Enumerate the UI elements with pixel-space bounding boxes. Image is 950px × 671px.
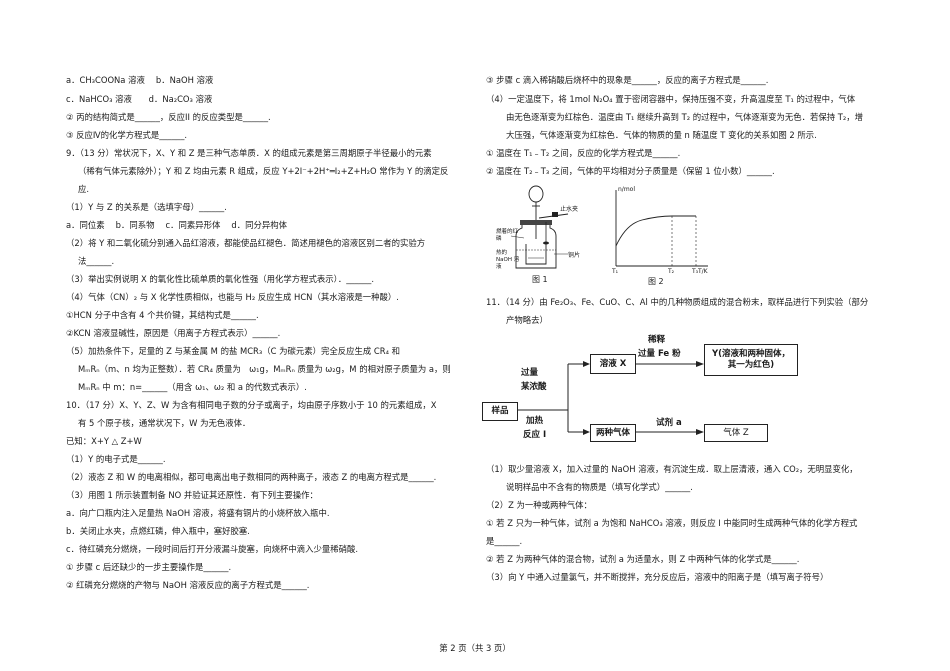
heat-label: 加热	[526, 416, 544, 426]
text-line: ② 若 Z 为两种气体的混合物，试剂 a 为适量水，则 Z 中两种气体的化学式是…	[486, 554, 800, 564]
text-line: （4）气体（CN）₂ 与 X 化学性质相似，也能与 H₂ 反应生成 HCN（其水…	[66, 292, 399, 302]
dilute-label: 稀释	[648, 335, 666, 345]
text-line: ② 丙的结构简式是______，反应II 的反应类型是______.	[66, 112, 271, 122]
page-footer: 第 2 页（共 3 页）	[439, 643, 511, 653]
text-line: ① 温度在 T₁﹣T₂ 之间，反应的化学方程式是______.	[486, 148, 681, 158]
fe-powder-label: 过量 Fe 粉	[638, 349, 681, 359]
reagent-label-line2: 某浓酸	[521, 382, 547, 392]
apparatus-drawing	[510, 185, 569, 269]
text-line: （3）用图 1 所示装置制备 NO 并验证其还原性．有下列主要操作：	[66, 490, 318, 500]
flowchart-connectors	[516, 361, 704, 435]
x-axis-label: T/K	[698, 268, 708, 275]
text-line: MₘRₙ 中 m：n=______（用含 ω₁、ω₂ 和 a 的代数式表示）.	[78, 382, 307, 392]
text-line: ② 红磷充分燃烧的产物与 NaOH 溶液反应的离子方程式是______.	[66, 580, 310, 590]
text-line: c．待红磷充分燃烧，一段时间后打开分液漏斗旋塞，向烧杯中滴入少量稀硝酸.	[66, 544, 359, 554]
text-line: a．CH₃COONa 溶液 b．NaOH 溶液	[66, 75, 214, 85]
text-line: ① 步骤 c 后还缺少的一步主要操作是______.	[66, 562, 232, 572]
naoh-solution-label: 热的 NaOH 溶液	[496, 250, 520, 270]
text-line: 是______.	[486, 536, 523, 546]
question-10-heading: 10．（17 分）X、Y、Z、W 为含有相同电子数的分子或离子，均由原子序数小于…	[66, 400, 437, 410]
n-vs-t-plot	[615, 190, 708, 267]
question-11-heading: 11．（14 分）由 Fe₂O₃、Fe、CuO、C、Al 中的几种物质组成的混合…	[486, 297, 869, 307]
tick-t3: T₃	[692, 268, 699, 275]
text-line: 产物略去）	[506, 315, 548, 325]
text-line: a．向广口瓶内注入足量热 NaOH 溶液，将盛有铜片的小烧杯放入瓶中.	[66, 508, 330, 518]
text-line: （2）Z 为一种或两种气体：	[486, 500, 592, 510]
text-line: 有 5 个原子核，通常状况下，W 为无色液体．	[78, 418, 251, 428]
text-line: 应.	[78, 184, 90, 194]
text-line: （1）取少量溶液 X，加入过量的 NaOH 溶液，有沉淀生成．取上层清液，通入 …	[486, 464, 858, 474]
reagent-label-line1: 过量	[521, 368, 539, 378]
figure-2-graph: n/mol T/K T₁ T₂ T₃ 图 2	[608, 186, 712, 288]
text-line: （2）液态 Z 和 W 的电离相似，都可电离出电子数相同的两种离子，液态 Z 的…	[66, 472, 437, 482]
text-line: （5）加热条件下，足量的 Z 与某金属 M 的盐 MCR₃（C 为碳元素）完全反…	[66, 346, 400, 356]
experiment-flowchart: 样品 过量 某浓酸 加热 反应 I 溶液 X 稀释 过量 Fe 粉 Y(溶液和两…	[482, 332, 894, 454]
reaction-i-label: 反应 I	[523, 430, 547, 440]
text-line: ③ 步骤 c 滴入稀硝酸后烧杯中的现象是______，反应的离子方程式是____…	[486, 75, 769, 85]
text-line: 大压强，气体逐渐变为红棕色．气体的物质的量 n 随温度 T 变化的关系如图 2 …	[506, 130, 817, 140]
product-y-box: Y(溶液和两种固体，其一为红色)	[704, 344, 798, 376]
text-line: 法______.	[78, 256, 115, 266]
question-9-heading: 9．（13 分）常状况下，X、Y 和 Z 是三种气态单质．X 的组成元素是第三周…	[66, 148, 432, 158]
text-line: （稀有气体元素除外）；Y 和 Z 均由元素 R 组成，反应 Y+2I⁻+2H⁺═…	[78, 166, 449, 176]
text-line: （3）举出实例说明 X 的氧化性比硫单质的氧化性强（用化学方程式表示）．____…	[66, 274, 374, 284]
text-line: （2）将 Y 和二氧化硫分别通入品红溶液，都能使品红褪色．简述用褪色的溶液区别二…	[66, 238, 426, 248]
phosphorus-label: 燃着的红磷	[496, 229, 519, 242]
text-line: ②KCN 溶液显碱性，原因是（用离子方程式表示）______.	[66, 328, 281, 338]
text-line: （1）Y 与 Z 的关系是（选填字母）______.	[66, 202, 227, 212]
tick-t2: T₂	[668, 268, 675, 275]
sample-box: 样品	[482, 402, 518, 421]
gas-z-box: 气体 Z	[704, 424, 768, 442]
text-line: a．同位素 b．同系物 c．同素异形体 d．同分异构体	[66, 220, 287, 230]
text-line: （4）一定温度下，将 1mol N₂O₄ 置于密闭容器中，保持压强不变，升高温度…	[486, 94, 856, 104]
y-axis-label: n/mol	[618, 186, 636, 193]
reagent-a-label: 试剂 a	[656, 418, 682, 428]
text-line: MₘRₙ（m、n 均为正整数）．若 CR₄ 质量为 ω₁g，MₘRₙ 质量为 ω…	[78, 364, 451, 374]
tick-t1: T₁	[612, 268, 619, 275]
text-line: ① 若 Z 只为一种气体，试剂 a 为饱和 NaHCO₃ 溶液，则反应 I 中能…	[486, 518, 858, 528]
figure-1-apparatus: 止水夹 燃着的红磷 热的 NaOH 溶液 铜片 图 1	[496, 184, 598, 288]
text-line: ①HCN 分子中含有 4 个共价键，其结构式是______.	[66, 310, 259, 320]
text-line: 由无色逐渐变为红棕色．温度由 T₁ 继续升高到 T₂ 的过程中，气体逐渐变为无色…	[506, 112, 863, 122]
two-gases-box: 两种气体	[590, 424, 636, 442]
figure-2-caption: 图 2	[648, 277, 664, 286]
text-line: ② 温度在 T₂﹣T₃ 之间，气体的平均相对分子质量是（保留 1 位小数）___…	[486, 166, 775, 176]
text-line: （3）向 Y 中通入过量氯气，并不断搅拌，充分反应后，溶液中的阳离子是（填写离子…	[486, 572, 829, 582]
copper-label: 铜片	[568, 252, 581, 259]
text-line: 说明样品中不含有的物质是（填写化学式）______.	[506, 482, 693, 492]
text-line: b．关闭止水夹，点燃红磷，伸入瓶中，塞好胶塞.	[66, 526, 250, 536]
figure-1-caption: 图 1	[532, 275, 548, 284]
text-line: （1）Y 的电子式是______.	[66, 454, 166, 464]
text-line: ③ 反应Ⅳ的化学方程式是______.	[66, 130, 188, 140]
text-line: c．NaHCO₃ 溶液 d．Na₂CO₃ 溶液	[66, 94, 213, 104]
solution-x-box: 溶液 X	[590, 354, 636, 374]
text-line: 已知：X+Y △ Z+W	[66, 436, 142, 446]
stopcock-label: 止水夹	[560, 206, 579, 213]
